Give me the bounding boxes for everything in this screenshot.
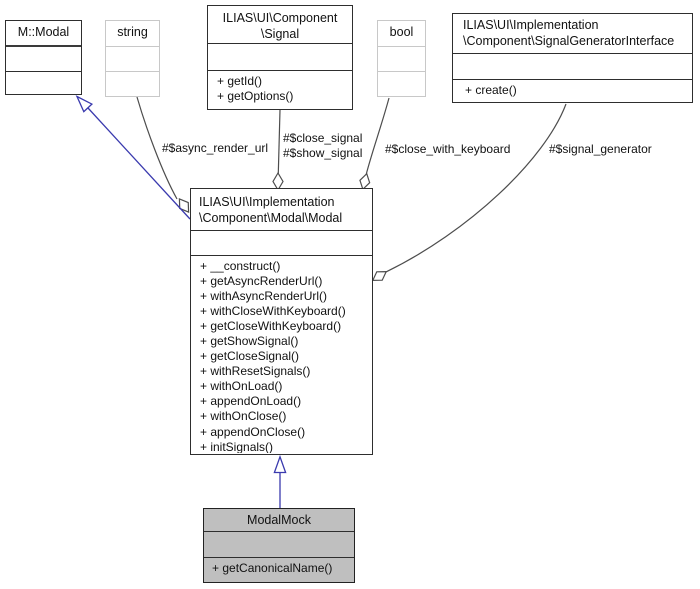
methods-compartment: + __construct() + getAsyncRenderUrl() + … (191, 255, 372, 453)
method-initsignals: + initSignals() (200, 439, 274, 453)
class-box-modal-mock[interactable]: ModalMock + getCanonicalName() (203, 508, 355, 583)
edge-label-async-render-url: #$async_render_url (162, 141, 269, 155)
class-title-line2: \Component\SignalGeneratorInterface (463, 34, 675, 48)
edge-label-close-signal: #$close_signal (283, 131, 363, 145)
class-box-modal[interactable]: ILIAS\UI\Implementation \Component\Modal… (190, 188, 373, 455)
class-title-signal-generator-interface: ILIAS\UI\Implementation \Component\Signa… (453, 14, 692, 53)
method-withclosewithkeyboard: + withCloseWithKeyboard() (200, 303, 346, 318)
method-getshowsignal: + getShowSignal() (200, 333, 299, 348)
attributes-compartment (453, 53, 692, 79)
method-withonclose: + withOnClose() (200, 409, 287, 424)
method-getasyncrenderurl: + getAsyncRenderUrl() (200, 273, 323, 288)
class-title-modal: ILIAS\UI\Implementation \Component\Modal… (191, 189, 372, 230)
methods-compartment: + getCanonicalName() (204, 557, 354, 577)
class-title-m-modal: M::Modal (17, 25, 70, 39)
edge-label-signal-generator: #$signal_generator (549, 142, 652, 156)
method-withonload: + withOnLoad() (200, 379, 283, 394)
method-construct: + __construct() (200, 258, 281, 273)
inheritance-arrowhead-mmodal-icon (75, 95, 94, 113)
method-create: + create() (465, 83, 517, 97)
class-title-line1: ILIAS\UI\Component (222, 10, 338, 25)
class-box-bool[interactable]: bool (377, 20, 426, 97)
class-title-line1: ILIAS\UI\Implementation (199, 195, 335, 209)
methods-compartment (6, 71, 81, 92)
method-getcanonicalname: + getCanonicalName() (212, 561, 333, 575)
attributes-compartment (204, 530, 354, 558)
attributes-compartment (106, 46, 159, 71)
class-title-line2: \Component\Modal\Modal (199, 211, 343, 225)
class-box-m-modal[interactable]: M::Modal (5, 20, 82, 95)
edge-label-show-signal: #$show_signal (283, 146, 363, 160)
method-appendonload: + appendOnLoad() (200, 394, 302, 409)
edge-label-signals: #$close_signal #$show_signal (283, 131, 362, 161)
class-title-bool: bool (389, 25, 414, 39)
edge-aggregation-string (136, 96, 178, 200)
class-box-signal-generator-interface[interactable]: ILIAS\UI\Implementation \Component\Signa… (452, 13, 693, 103)
inheritance-arrowhead-modal-icon (273, 454, 287, 474)
class-box-string[interactable]: string (105, 20, 160, 97)
class-title-modal-mock: ModalMock (247, 512, 311, 527)
edge-aggregation-signal-generator (386, 103, 567, 273)
methods-compartment: + getId() + getOptions() (208, 70, 352, 106)
methods-compartment (106, 71, 159, 95)
method-appendonclose: + appendOnClose() (200, 424, 306, 439)
edge-aggregation-bool (365, 97, 390, 175)
method-getclosewithkeyboard: + getCloseWithKeyboard() (200, 318, 342, 333)
method-withasyncrenderurl: + withAsyncRenderUrl() (200, 288, 328, 303)
methods-compartment: + create() (453, 79, 692, 100)
attributes-compartment (378, 46, 425, 71)
class-title-line1: ILIAS\UI\Implementation (463, 18, 599, 32)
attributes-compartment (208, 43, 352, 70)
attributes-compartment (6, 45, 81, 71)
method-getclosesignal: + getCloseSignal() (200, 349, 300, 364)
method-getoptions: + getOptions() (217, 89, 294, 104)
edge-inheritance-modal-to-mmodal (87, 107, 191, 220)
class-title-line2: \Signal (260, 26, 300, 41)
method-getid: + getId() (217, 74, 263, 88)
methods-compartment (378, 71, 425, 95)
aggregation-diamond-string-icon (178, 198, 190, 213)
attributes-compartment (191, 230, 372, 255)
method-withresetsignals: + withResetSignals() (200, 364, 311, 379)
edge-aggregation-signal (277, 109, 281, 174)
class-box-signal[interactable]: ILIAS\UI\Component \Signal + getId() + g… (207, 5, 353, 110)
edge-label-close-with-keyboard: #$close_with_keyboard (385, 142, 511, 156)
class-title-string: string (117, 25, 148, 39)
class-title-signal: ILIAS\UI\Component \Signal (208, 6, 352, 43)
